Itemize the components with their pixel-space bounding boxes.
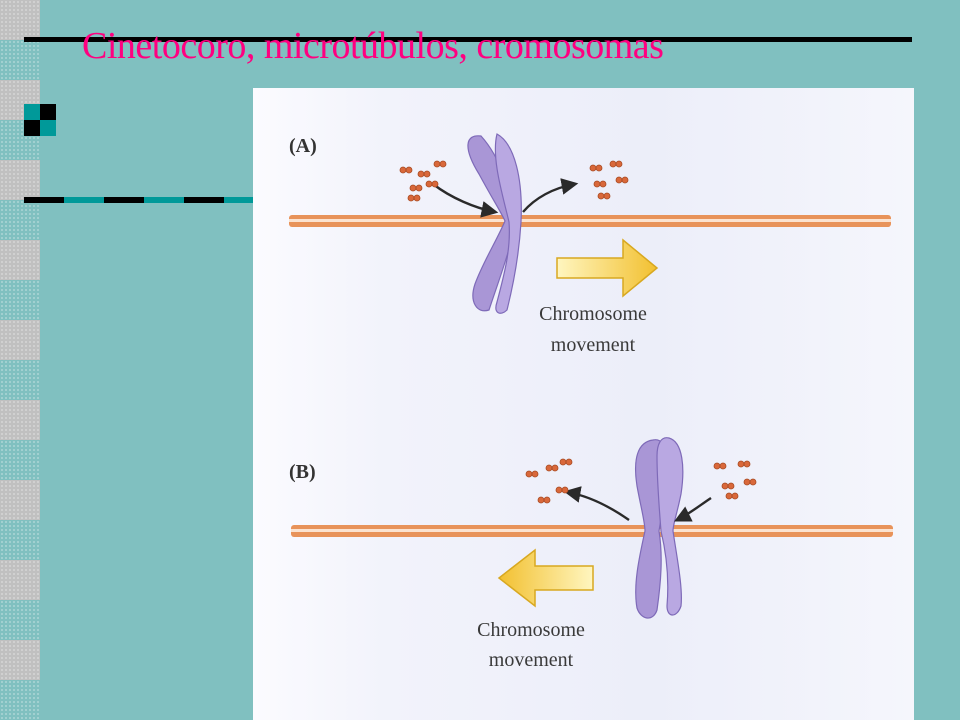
panel-a-microtubule-highlight [289,219,891,222]
tubulin-subunit [743,478,751,486]
tubulin-subunit [531,470,539,478]
tubulin-subunit [593,180,601,188]
panel-a-tubulin-subunits-out [589,160,629,200]
panel-a-caption-line1: Chromosome [539,303,647,325]
panel-b-caption-line2: movement [489,649,574,671]
panel-a-chromosome [467,133,522,314]
bullet-divider [24,197,254,203]
tubulin-subunit [433,160,441,168]
panel-b-label: (B) [289,461,316,483]
panel-a-incoming-arrow [432,183,499,218]
panel-b-movement-arrow [497,548,594,608]
panel-b-tubulin-subunits-in [713,460,757,500]
panel-a-caption-line2: movement [551,334,636,356]
tubulin-subunit [713,462,721,470]
tubulin-subunit [727,482,735,490]
tubulin-subunit [559,458,567,466]
panel-a-outgoing-arrow [522,178,579,213]
tubulin-subunit [743,460,751,468]
panel-b-chromosome [634,437,684,619]
panel-b-microtubule-highlight [291,529,893,532]
tubulin-subunit [423,170,431,178]
panel-b-outgoing-arrow [563,486,630,521]
panel-a-movement-arrow [556,238,659,298]
figure-svg: (A) Chromosome movement (B) [289,133,893,671]
tubulin-subunit [725,492,733,500]
panel-a: (A) Chromosome movement [289,133,891,356]
panel-b: (B) Chromosome movement [289,437,893,671]
tubulin-subunit [399,166,407,174]
kinetochore-figure: (A) Chromosome movement (B) [253,88,914,720]
tubulin-subunit [431,180,439,188]
tubulin-subunit [615,176,623,184]
tubulin-subunit [609,160,617,168]
panel-b-tubulin-subunits-out [525,458,573,504]
tubulin-subunit [589,164,597,172]
tubulin-subunit [537,496,545,504]
tubulin-subunit [561,486,569,494]
tubulin-subunit [407,194,415,202]
tubulin-subunit [719,462,727,470]
tubulin-subunit [439,160,447,168]
tubulin-subunit [731,492,739,500]
tubulin-subunit [545,464,553,472]
slide-title: Cinetocoro, microtúbulos, cromosomas [82,25,664,67]
tubulin-subunit [555,486,563,494]
panel-b-caption-line1: Chromosome [477,619,585,641]
panel-a-tubulin-subunits-in [399,160,447,202]
tubulin-subunit [621,176,629,184]
tubulin-subunit [603,192,611,200]
tubulin-subunit [599,180,607,188]
title-rule [24,37,912,42]
tubulin-subunit [615,160,623,168]
tubulin-subunit [525,470,533,478]
tubulin-subunit [597,192,605,200]
tubulin-subunit [595,164,603,172]
tubulin-subunit [415,184,423,192]
tubulin-subunit [417,170,425,178]
tubulin-subunit [409,184,417,192]
tubulin-subunit [737,460,745,468]
tubulin-subunit [721,482,729,490]
tubulin-subunit [543,496,551,504]
tubulin-subunit [749,478,757,486]
tubulin-subunit [551,464,559,472]
panel-b-incoming-arrow [673,497,712,522]
bullet-icon [24,104,56,136]
tubulin-subunit [425,180,433,188]
tubulin-subunit [413,194,421,202]
tubulin-subunit [405,166,413,174]
tubulin-subunit [565,458,573,466]
panel-a-label: (A) [289,135,317,157]
